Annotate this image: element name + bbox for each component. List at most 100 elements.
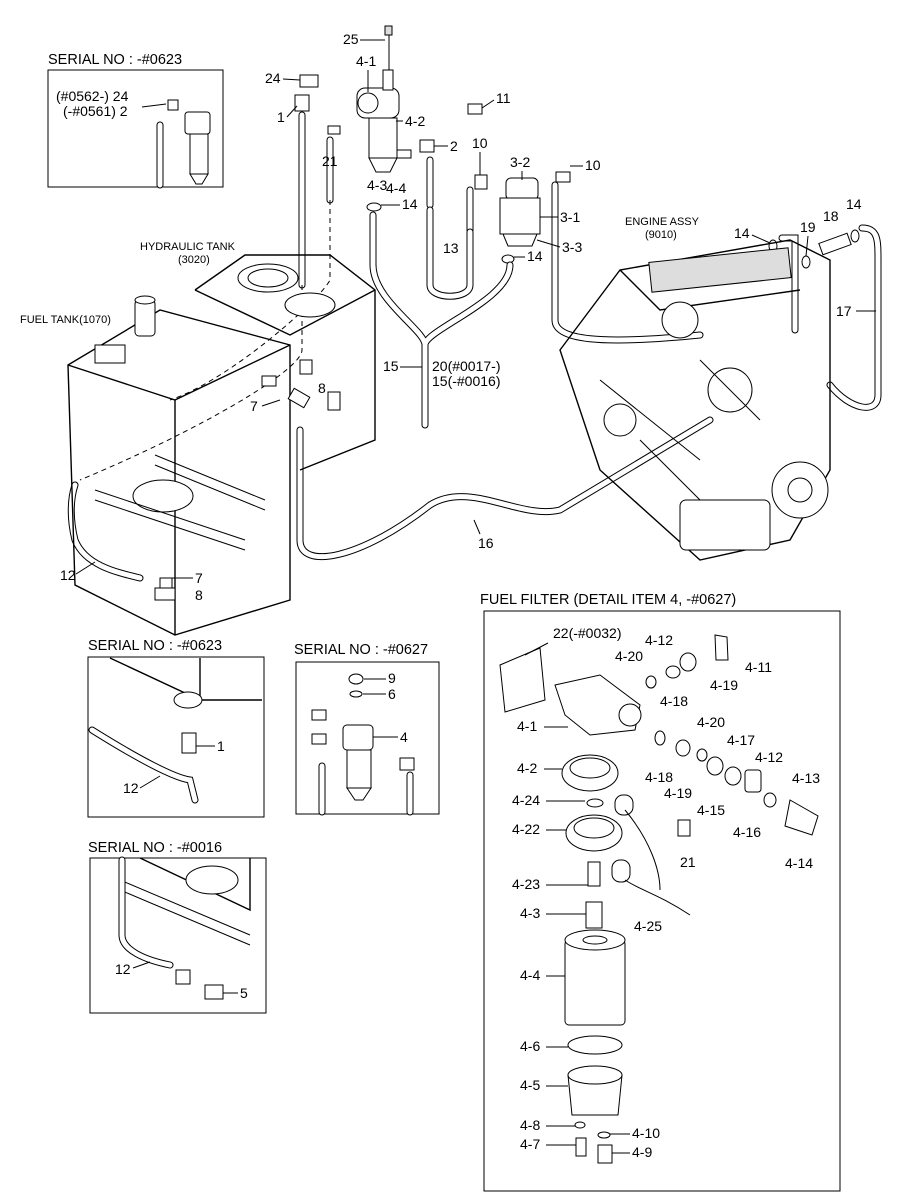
callout-3-3: 3-3 bbox=[562, 239, 582, 255]
callout-4-10: 4-10 bbox=[632, 1125, 660, 1141]
callout-14: 14 bbox=[734, 225, 750, 241]
callout-21: 21 bbox=[322, 153, 338, 169]
hoses bbox=[67, 111, 882, 582]
filter-head-icon bbox=[167, 99, 211, 185]
fuel-filter-assembly bbox=[294, 25, 435, 212]
callout-6: 6 bbox=[388, 686, 396, 702]
callout-4-20: 4-20 bbox=[697, 714, 725, 730]
callout-5: 5 bbox=[240, 985, 248, 1001]
callout-4-8: 4-8 bbox=[520, 1117, 540, 1133]
water-separator-assembly bbox=[467, 103, 571, 264]
inset-frame bbox=[87, 656, 265, 818]
callout-4-1: 4-1 bbox=[356, 53, 376, 69]
callout-4-23: 4-23 bbox=[512, 876, 540, 892]
callout-12: 12 bbox=[115, 961, 131, 977]
callout-4-25: 4-25 bbox=[634, 918, 662, 934]
callout-4-7: 4-7 bbox=[520, 1136, 540, 1152]
callout-4-13: 4-13 bbox=[792, 770, 820, 786]
callout-12: 12 bbox=[60, 567, 76, 583]
callout-25: 25 bbox=[343, 31, 359, 47]
engine-assy-label: ENGINE ASSY bbox=[625, 216, 700, 228]
inset-frame bbox=[47, 69, 224, 188]
inset-frame bbox=[483, 610, 841, 1192]
hydraulic-tank-code: (3020) bbox=[178, 254, 210, 266]
callout-4-16: 4-16 bbox=[733, 824, 761, 840]
callout-11: 11 bbox=[496, 90, 511, 106]
callout-4-2: 4-2 bbox=[517, 760, 537, 776]
callout-8: 8 bbox=[195, 587, 203, 603]
callout-4-3: 4-3 bbox=[367, 177, 387, 193]
inset-title: SERIAL NO : -#0627 bbox=[294, 642, 428, 658]
hydraulic-tank-label: HYDRAULIC TANK bbox=[140, 241, 236, 253]
callout-4-5: 4-5 bbox=[520, 1077, 540, 1093]
callout-20: 20(#0017-) bbox=[432, 358, 501, 374]
callout-label: (-#0561) 2 bbox=[63, 103, 128, 119]
callout-14: 14 bbox=[402, 196, 418, 212]
callout-15: 15 bbox=[383, 358, 399, 374]
callout-12: 12 bbox=[123, 780, 139, 796]
callout-4-11: 4-11 bbox=[745, 659, 772, 675]
callout-4: 4 bbox=[400, 729, 408, 745]
callout-4-1: 4-1 bbox=[517, 718, 537, 734]
callout-4-15: 4-15 bbox=[697, 802, 725, 818]
callout-4-14: 4-14 bbox=[785, 855, 813, 871]
callout-10: 10 bbox=[585, 157, 601, 173]
callout-3-1: 3-1 bbox=[560, 209, 580, 225]
callout-4-12: 4-12 bbox=[645, 632, 673, 648]
inset-serial-0623-bottom: SERIAL NO : -#0623 1 12 bbox=[87, 638, 265, 818]
callout-4-4: 4-4 bbox=[520, 967, 540, 983]
callout-4-2: 4-2 bbox=[405, 113, 425, 129]
callout-16: 16 bbox=[478, 535, 494, 551]
callout-4-24: 4-24 bbox=[512, 792, 540, 808]
fuel-tank bbox=[67, 295, 291, 636]
callout-2: 2 bbox=[450, 138, 458, 154]
callout-1: 1 bbox=[217, 738, 225, 754]
callout-21: 21 bbox=[680, 854, 696, 870]
inset-serial-0623-top: SERIAL NO : -#0623 (#0562-) 24 (-#0561) … bbox=[47, 52, 224, 189]
callout-18: 18 bbox=[823, 208, 839, 224]
callout-4-19: 4-19 bbox=[664, 785, 692, 801]
inset-serial-0016: SERIAL NO : -#0016 12 5 bbox=[88, 840, 267, 1014]
callout-4-22: 4-22 bbox=[512, 821, 540, 837]
callout-14: 14 bbox=[527, 248, 543, 264]
callout-19: 19 bbox=[800, 219, 816, 235]
callout-7: 7 bbox=[250, 398, 258, 414]
callout-4-20: 4-20 bbox=[615, 648, 643, 664]
callout-7: 7 bbox=[195, 570, 203, 586]
inset-title: FUEL FILTER (DETAIL ITEM 4, -#0627) bbox=[480, 592, 736, 608]
callout-22: 22(-#0032) bbox=[553, 625, 622, 641]
callout-4-12: 4-12 bbox=[755, 749, 783, 765]
engine-assy-code: (9010) bbox=[645, 229, 677, 241]
callout-4-4: 4-4 bbox=[386, 180, 406, 196]
callout-4-3: 4-3 bbox=[520, 905, 540, 921]
callout-4-6: 4-6 bbox=[520, 1038, 540, 1054]
fuel-tank-label: FUEL TANK(1070) bbox=[20, 314, 111, 326]
inset-title: SERIAL NO : -#0016 bbox=[88, 840, 222, 856]
inset-title: SERIAL NO : -#0623 bbox=[48, 52, 182, 68]
callout-4-17: 4-17 bbox=[727, 732, 755, 748]
main-callouts: 25 24 4-1 1 4-2 21 2 4-3 4-4 14 11 10 3-… bbox=[20, 31, 876, 603]
callout-9: 9 bbox=[388, 670, 396, 686]
inset-title: SERIAL NO : -#0623 bbox=[88, 638, 222, 654]
callout-14: 14 bbox=[846, 196, 862, 212]
callout-label: (#0562-) 24 bbox=[56, 88, 129, 104]
callout-4-19: 4-19 bbox=[710, 677, 738, 693]
inset-fuel-filter-detail: FUEL FILTER (DETAIL ITEM 4, -#0627) bbox=[480, 592, 841, 1192]
callout-4-18: 4-18 bbox=[645, 769, 673, 785]
hydraulic-tank bbox=[194, 254, 376, 471]
engine-assembly bbox=[559, 239, 831, 561]
callout-1: 1 bbox=[277, 109, 285, 125]
callout-15b: 15(-#0016) bbox=[432, 373, 501, 389]
inset-serial-0627: SERIAL NO : -#0627 9 6 4 bbox=[294, 642, 440, 816]
callout-24: 24 bbox=[265, 70, 281, 86]
inset-frame bbox=[89, 857, 267, 1014]
callout-17: 17 bbox=[836, 303, 852, 319]
callout-8: 8 bbox=[318, 380, 326, 396]
callout-13: 13 bbox=[443, 240, 459, 256]
callout-4-9: 4-9 bbox=[632, 1144, 652, 1160]
callout-3-2: 3-2 bbox=[510, 154, 530, 170]
callout-4-18: 4-18 bbox=[660, 693, 688, 709]
callout-10: 10 bbox=[472, 135, 488, 151]
inset-frame bbox=[295, 661, 440, 815]
